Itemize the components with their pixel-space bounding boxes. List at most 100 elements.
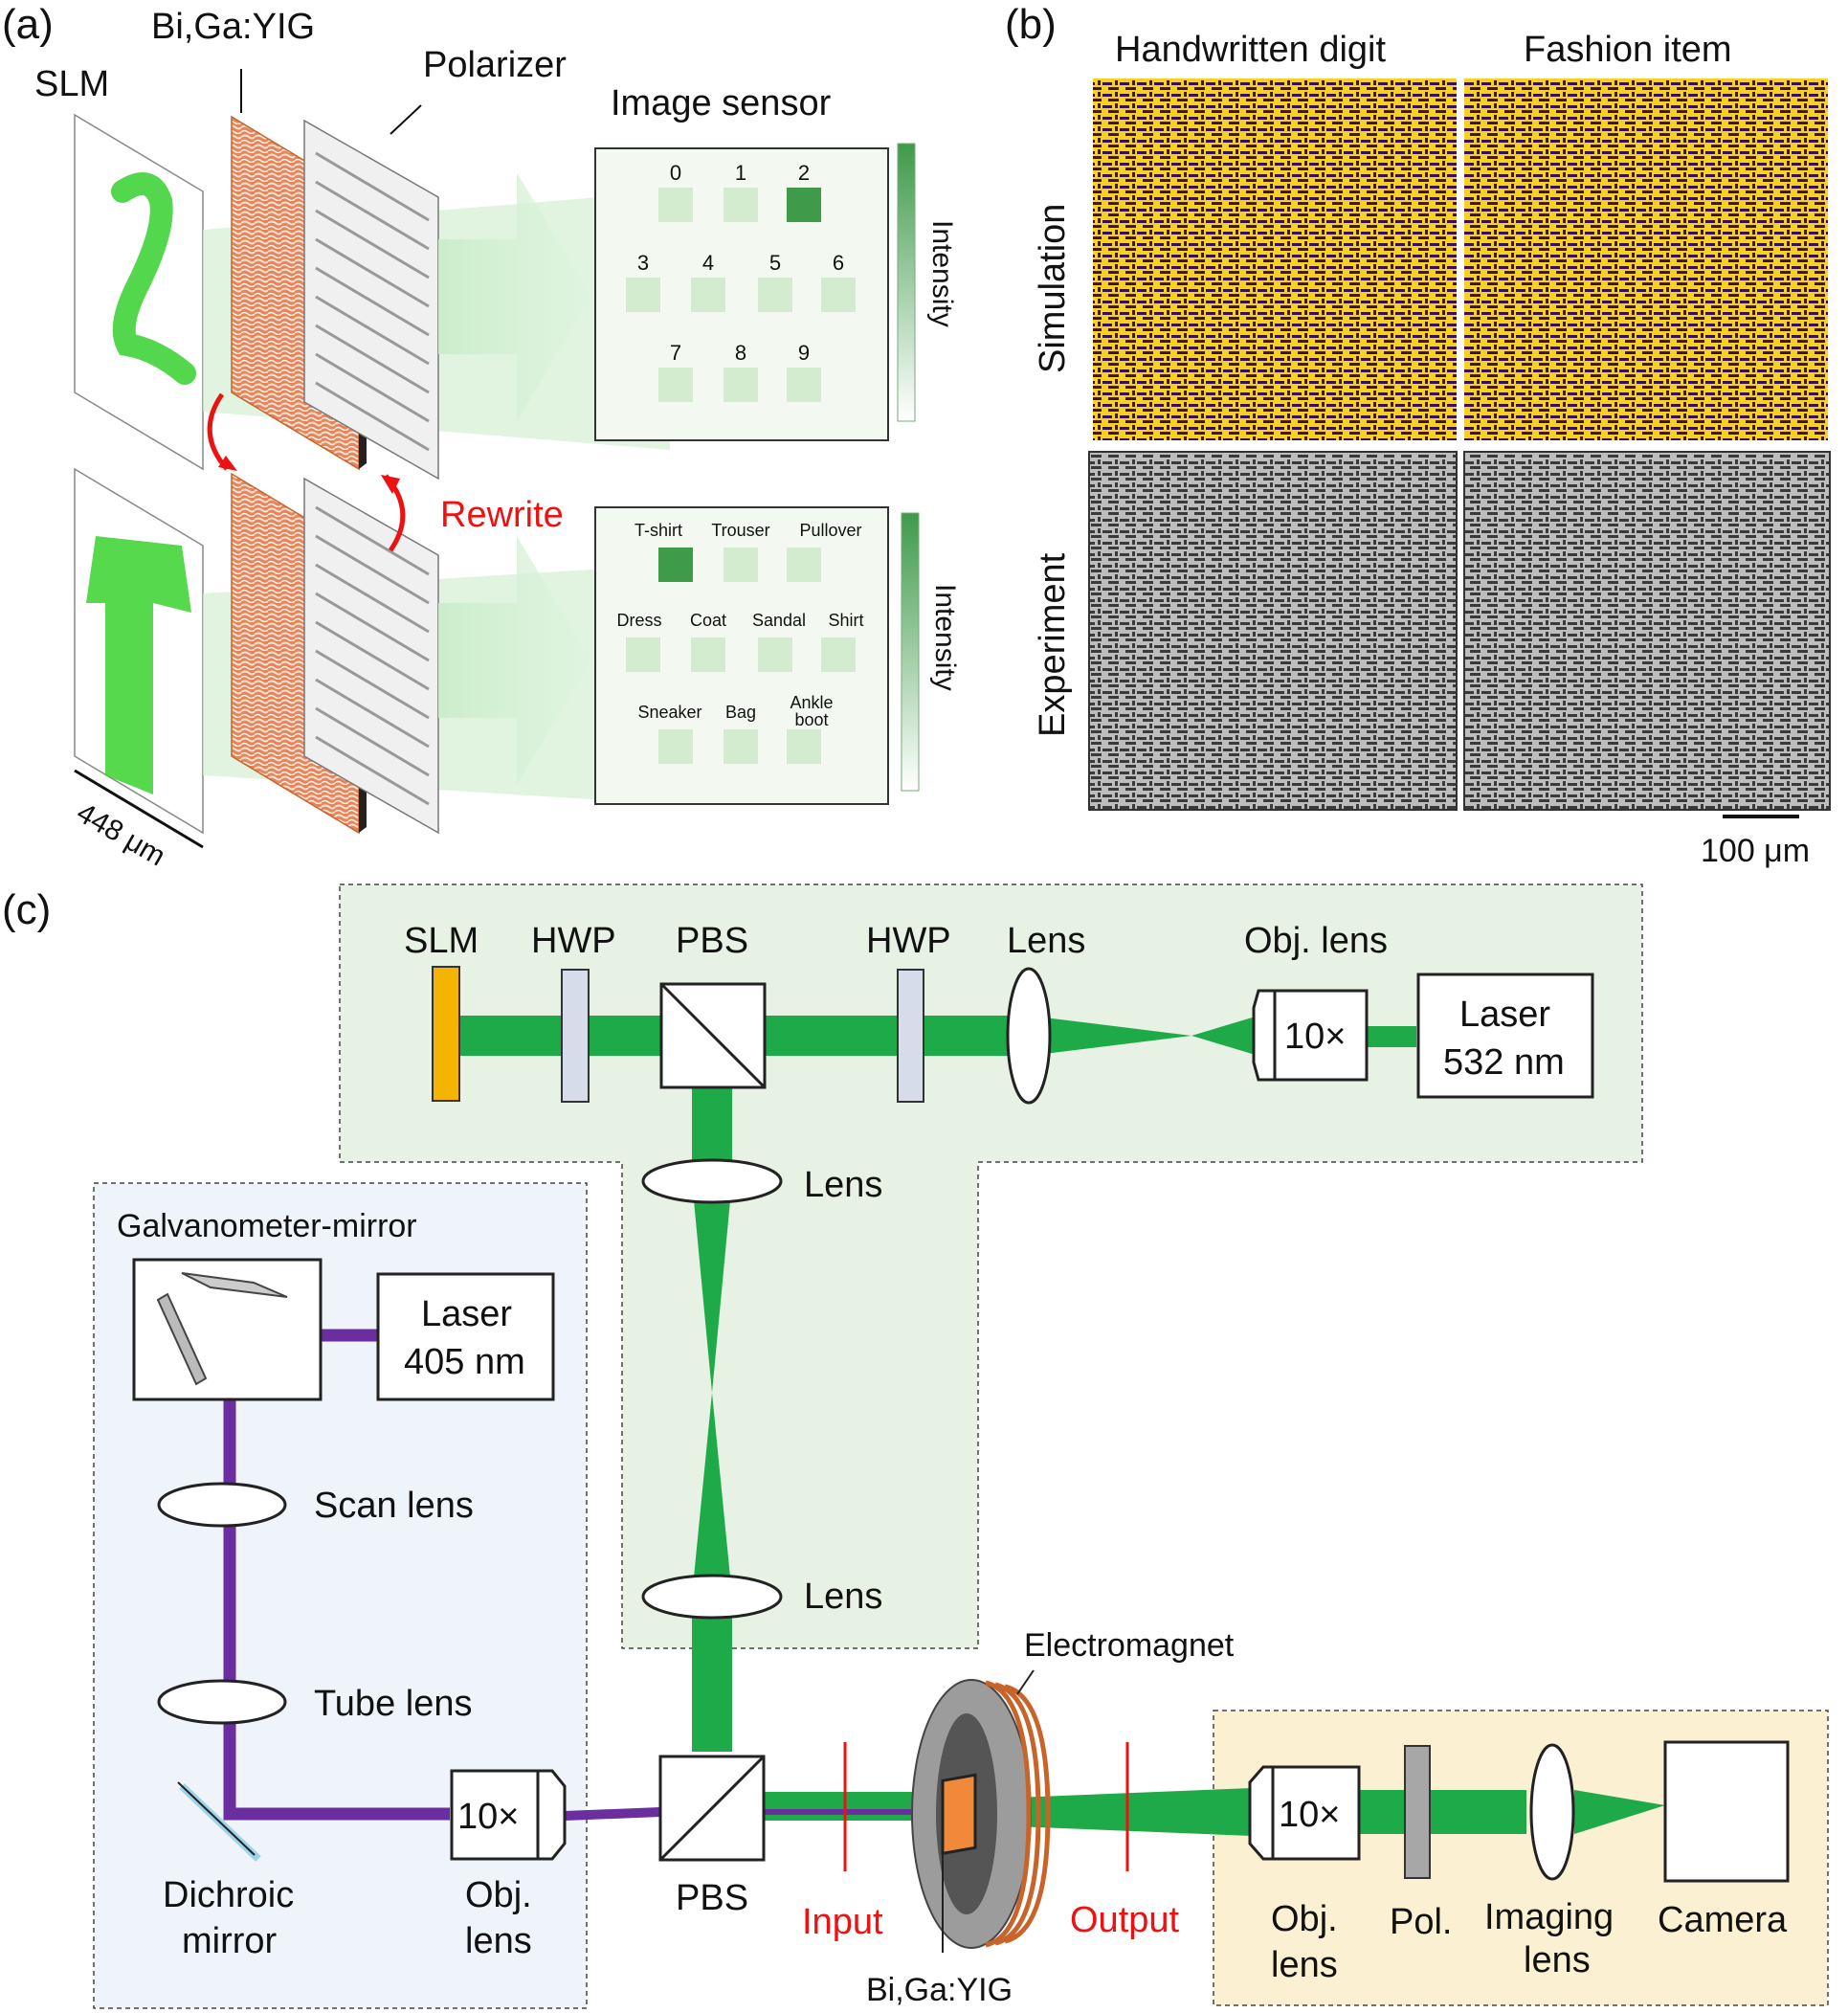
polarizer-slits-top [315,151,430,452]
digit-detector-region [658,188,693,222]
polarizer-device [1404,1745,1431,1879]
scan-lens-label: Scan lens [314,1486,474,1526]
digit-detector-region [691,278,725,312]
input-label: Input [802,1902,883,1942]
electromagnet-label: Electromagnet [1024,1627,1235,1664]
fashion-detector-region [787,548,821,582]
electromagnet-leader [1016,1669,1035,1695]
scale-label-a: 448 μm [72,796,171,872]
top-hwp1-label: HWP [531,921,616,961]
fashion-class-label: Sandal [752,611,806,630]
obj-right-line2: lens [1271,1945,1338,1985]
green-beam-vert-2 [692,1180,732,1393]
green-beam-vert-4 [692,1597,732,1752]
panel-a-label: (a) [2,1,54,48]
digit-class-label: 0 [670,161,681,185]
fashion-detector-region [626,637,660,672]
col-label-fashion: Fashion item [1524,30,1732,70]
green-beam-vert-3 [692,1393,732,1597]
obj-mag-left: 10× [457,1797,519,1837]
dichroic-mirror-edge [177,1781,256,1856]
top-slm-label: SLM [404,921,479,961]
digit-class-label: 8 [735,341,746,365]
digit-detector-region [787,188,821,222]
galvo-label: Galvanometer-mirror [117,1208,417,1244]
digit-detector-region [626,278,660,312]
panel-c: (c) SLM HWP PBS HWP [2,883,1829,2009]
exp-fashion-image [1463,451,1831,811]
obj-mag-right: 10× [1279,1795,1340,1835]
output-label: Output [1070,1900,1180,1940]
panel-b-label: (b) [1005,1,1057,48]
galvo-mirror-2 [156,1292,208,1386]
vert-lens2-label: Lens [804,1577,882,1617]
intensity-label-bottom: Intensity [929,584,961,691]
digit-class-label: 7 [670,341,681,365]
green-beam-laser [1359,1026,1416,1047]
scan-lens [157,1482,287,1528]
tube-lens-label: Tube lens [314,1684,472,1724]
tube-lens [157,1679,287,1725]
digit-detector-region [658,368,693,402]
top-pbs-label: PBS [676,921,748,961]
laser-532 [1416,973,1594,1099]
green-beam-focus-2 [1191,1016,1258,1056]
galvo-mirror-1 [181,1272,288,1298]
top-obj-label: Obj. lens [1244,921,1388,961]
digit-two-image [111,172,196,385]
scale-bar-a [74,769,204,849]
laser-405 [376,1272,555,1401]
laser-405-line2: 405 nm [404,1342,525,1382]
panel-b: (b) Handwritten digit Fashion item Simul… [1005,1,1831,869]
polarizer-leader [390,104,422,135]
fashion-class-label: Trouser [711,521,769,540]
camera [1663,1740,1790,1883]
slm-label: SLM [34,64,109,104]
green-beam-focus-1 [1029,1016,1191,1056]
digit-detector-region [724,368,758,402]
green-beam-pol [1349,1790,1526,1834]
imaging-lens [1529,1743,1575,1881]
rewrite-arrowhead-left [218,456,237,471]
fashion-detector-region [691,637,725,672]
sensor-label: Image sensor [611,83,832,123]
obj-mag-top: 10× [1284,1017,1346,1057]
rewrite-label: Rewrite [440,495,564,535]
lens-top [1006,967,1052,1105]
rewrite-arrow-left [207,392,229,471]
intensity-bar-bottom [901,512,920,792]
imaging-line2: lens [1524,1940,1591,1980]
fashion-class-label: Bag [725,703,756,722]
laser-405-line1: Laser [421,1294,512,1334]
exp-digit-image [1088,451,1458,811]
fashion-detector-region [724,729,758,764]
sim-fashion-image [1464,78,1828,440]
fashion-class-label: T-shirt [635,521,682,540]
intensity-label-top: Intensity [926,220,958,327]
pol-label: Pol. [1390,1902,1452,1942]
yig-label: Bi,Ga:YIG [151,7,315,47]
arrow-top [438,172,591,421]
dichroic-line2: mirror [182,1921,278,1961]
sample-yig [941,1773,977,1856]
digit-class-label: 5 [769,251,781,275]
fashion-class-label: Shirt [828,611,863,630]
slm-device [432,966,460,1102]
vert-lens1-label: Lens [804,1165,882,1205]
green-beam-output [1014,1788,1252,1836]
digit-class-label: 6 [833,251,844,275]
fashion-class-label: Dress [616,611,661,630]
digit-class-label: 1 [735,161,746,185]
top-lens-label: Lens [1007,921,1085,961]
pbs-top-diagonal [659,982,767,1089]
row-label-experiment: Experiment [1033,552,1073,737]
fashion-class-label: Sneaker [637,703,701,722]
green-beam-camera [1574,1790,1665,1834]
digit-class-label: 9 [798,341,810,365]
laser-532-line1: Laser [1459,995,1550,1035]
hwp-2 [897,969,924,1103]
intensity-bar-top [897,143,916,422]
fashion-detector-region [658,729,693,764]
digit-class-label: 2 [798,161,810,185]
fashion-detector-region [724,548,758,582]
